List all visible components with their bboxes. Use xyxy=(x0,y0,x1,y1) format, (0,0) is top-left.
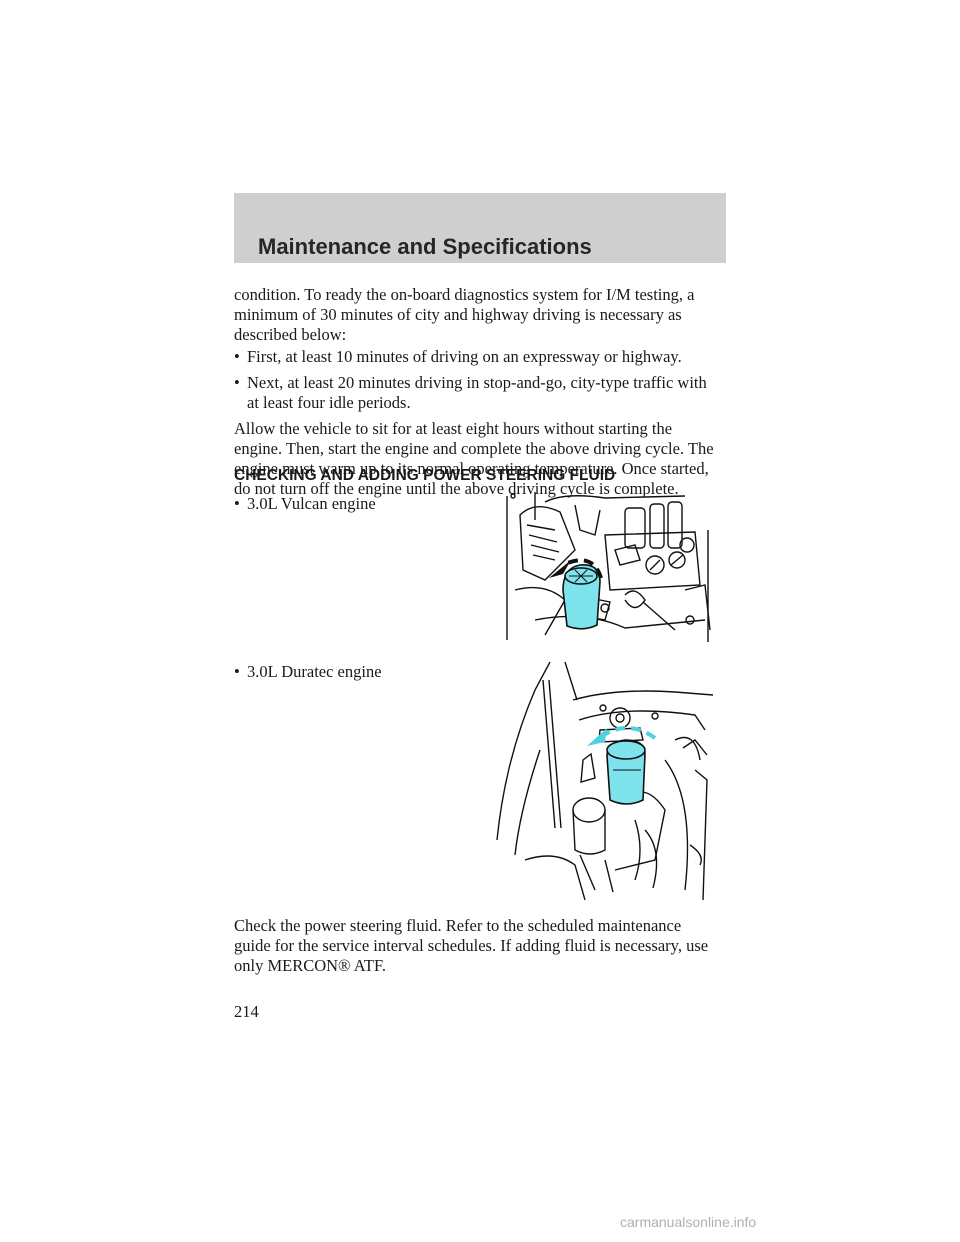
intro-line: described below: xyxy=(234,325,347,344)
intro-paragraph: condition. To ready the on-board diagnos… xyxy=(234,285,734,345)
bullet-item: • First, at least 10 minutes of driving … xyxy=(234,347,734,367)
paragraph-line: Allow the vehicle to sit for at least ei… xyxy=(234,419,673,438)
engine-label: 3.0L Vulcan engine xyxy=(247,494,376,513)
bullet-line: Next, at least 20 minutes driving in sto… xyxy=(247,373,707,392)
driving-cycle-paragraph: Allow the vehicle to sit for at least ei… xyxy=(234,419,734,499)
bullet-marker: • xyxy=(234,347,240,366)
closing-line: Check the power steering fluid. Refer to… xyxy=(234,916,682,935)
intro-line: condition. To ready the on-board diagnos… xyxy=(234,285,695,304)
intro-line: minimum of 30 minutes of city and highwa… xyxy=(234,305,682,324)
duratec-engine-illustration xyxy=(496,661,714,900)
bullet-marker: • xyxy=(234,494,240,513)
closing-paragraph: Check the power steering fluid. Refer to… xyxy=(234,916,734,976)
bullet-marker: • xyxy=(234,662,240,681)
bullet-marker: • xyxy=(234,373,240,392)
bullet-item: • Next, at least 20 minutes driving in s… xyxy=(234,373,734,413)
paragraph-line: engine. Then, start the engine and compl… xyxy=(234,439,714,458)
bullet-text: First, at least 10 minutes of driving on… xyxy=(247,347,682,366)
section-heading: CHECKING AND ADDING POWER STEERING FLUID xyxy=(234,467,616,484)
vulcan-engine-illustration xyxy=(506,492,711,642)
paragraph-line: do not turn off the engine until the abo… xyxy=(234,479,679,498)
bullet-line: at least four idle periods. xyxy=(247,393,411,412)
closing-line: guide for the service interval schedules… xyxy=(234,936,709,955)
engine-label: 3.0L Duratec engine xyxy=(247,662,382,681)
page-header-title: Maintenance and Specifications xyxy=(258,234,592,259)
paragraph-line: engine must warm up to its normal operat… xyxy=(234,459,709,478)
footer-watermark[interactable]: carmanualsonline.info xyxy=(620,1214,757,1230)
closing-line: only MERCON® ATF. xyxy=(234,956,386,975)
bullet-text: Next, at least 20 minutes driving in sto… xyxy=(247,373,734,413)
header-band xyxy=(234,193,726,263)
engine-bullet-vulcan: • 3.0L Vulcan engine xyxy=(234,494,734,514)
engine-bullet-duratec: • 3.0L Duratec engine xyxy=(234,662,734,682)
page-number: 214 xyxy=(234,1002,259,1021)
